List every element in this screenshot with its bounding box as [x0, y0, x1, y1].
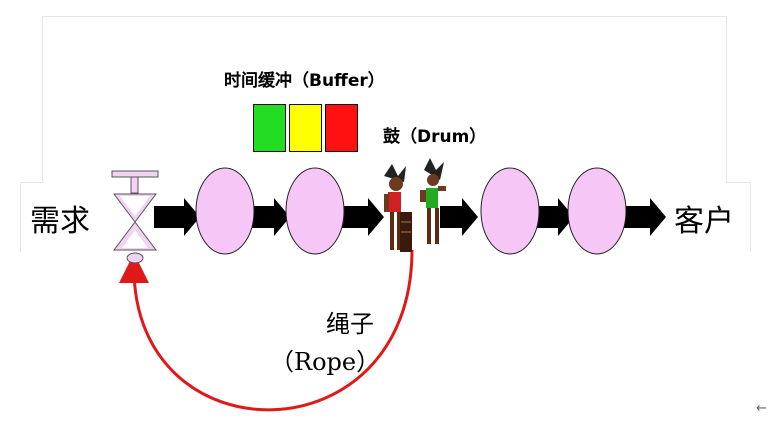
frame-top-line — [42, 16, 726, 17]
buffer-red-block — [325, 104, 358, 152]
drum-label: 鼓（Drum） — [383, 127, 487, 147]
flow-arrow-6 — [622, 198, 666, 236]
frame-right-line — [726, 16, 727, 182]
demand-label: 需求 — [30, 204, 90, 239]
frame-side-left — [20, 182, 21, 252]
flow-arrow-2 — [250, 198, 290, 236]
frame-side-right — [750, 182, 751, 252]
buffer-green-block — [253, 104, 286, 152]
frame-mid-right — [726, 182, 750, 183]
flow-arrow-3 — [340, 198, 384, 236]
frame-left-line — [42, 16, 43, 182]
flow-arrow-5 — [534, 198, 574, 236]
hourglass-valve-icon — [111, 170, 159, 264]
process-node-1 — [195, 167, 255, 255]
process-node-2 — [285, 167, 345, 255]
flow-arrow-1 — [154, 198, 200, 236]
rope-label-english: （Rope） — [270, 348, 381, 376]
flow-arrow-4 — [440, 198, 478, 236]
process-node-3 — [480, 167, 540, 255]
process-node-4 — [567, 167, 627, 255]
drummers-icon — [384, 158, 446, 252]
frame-mid-left — [20, 182, 44, 183]
buffer-label: 时间缓冲（Buffer） — [224, 71, 385, 91]
rope-arc — [119, 249, 414, 412]
customer-label: 客户 — [674, 204, 734, 239]
left-arrow-icon[interactable]: ← — [756, 401, 767, 416]
rope-label: 绳子 — [326, 310, 374, 338]
buffer-yellow-block — [289, 104, 322, 152]
